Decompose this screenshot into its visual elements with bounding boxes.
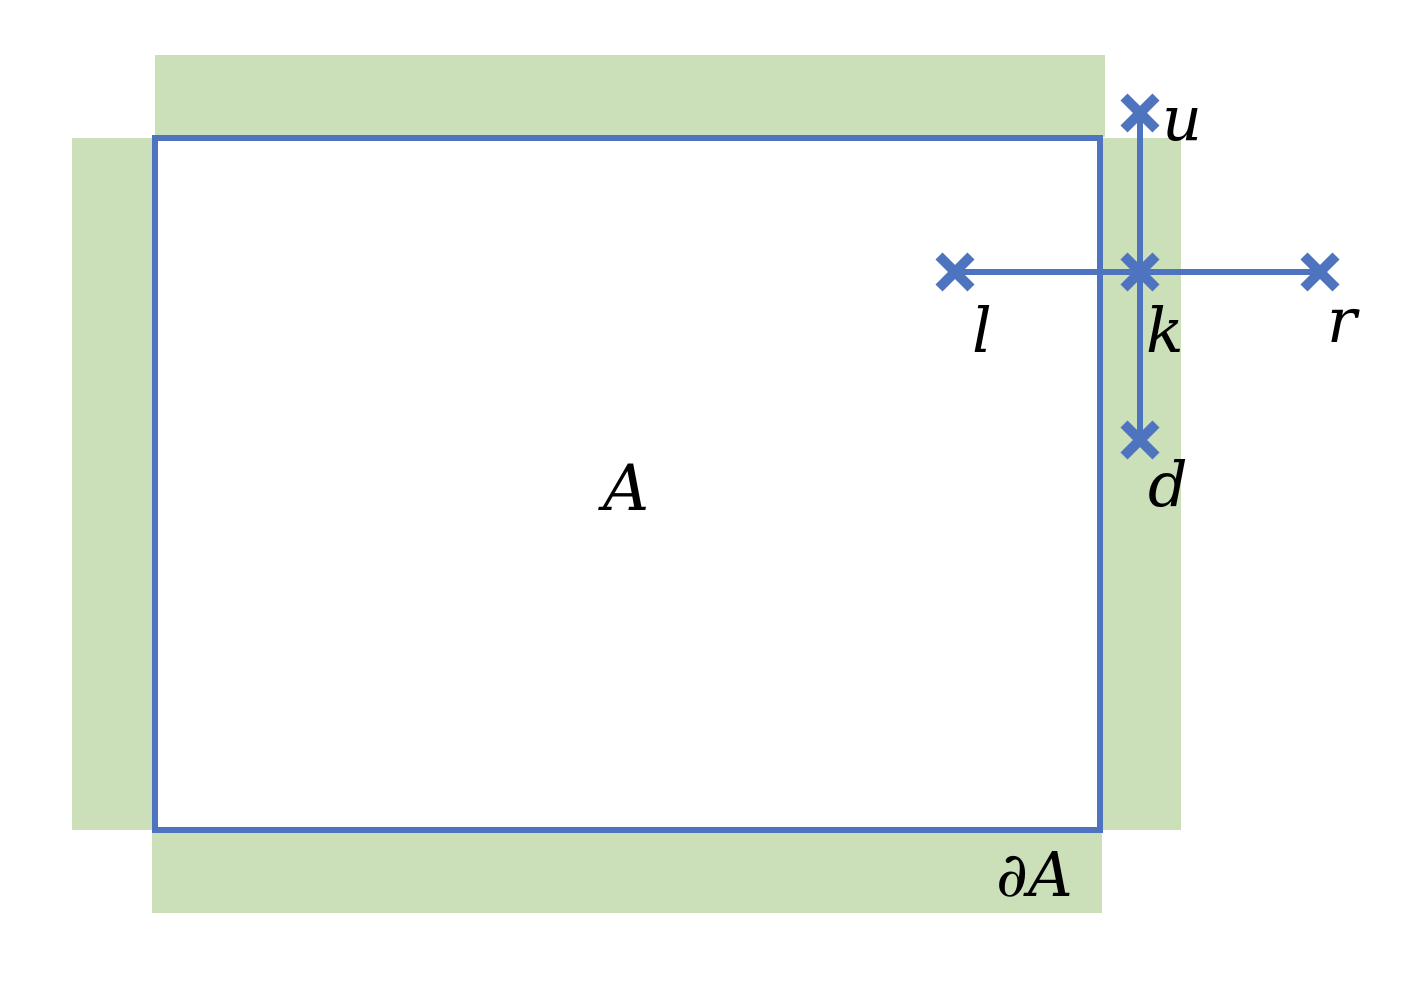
boundary-region	[72, 55, 1181, 913]
boundary-band-top	[155, 55, 1105, 137]
stencil-markers	[935, 93, 1340, 460]
cross-marker-icon-l	[935, 252, 975, 292]
label-l: l	[972, 294, 992, 367]
label-r: r	[1327, 284, 1360, 357]
label-region-a: A	[598, 452, 649, 526]
boundary-band-bottom	[152, 831, 1102, 913]
cross-marker-icon-d	[1120, 420, 1160, 460]
cross-marker-icon-k	[1120, 252, 1160, 292]
cross-marker-icon-u	[1120, 93, 1160, 133]
label-d: d	[1148, 448, 1188, 521]
label-k: k	[1146, 294, 1184, 367]
cross-marker-icon-r	[1300, 252, 1340, 292]
label-boundary: ∂A	[996, 838, 1073, 911]
label-u: u	[1162, 82, 1202, 155]
boundary-band-left	[72, 138, 154, 830]
